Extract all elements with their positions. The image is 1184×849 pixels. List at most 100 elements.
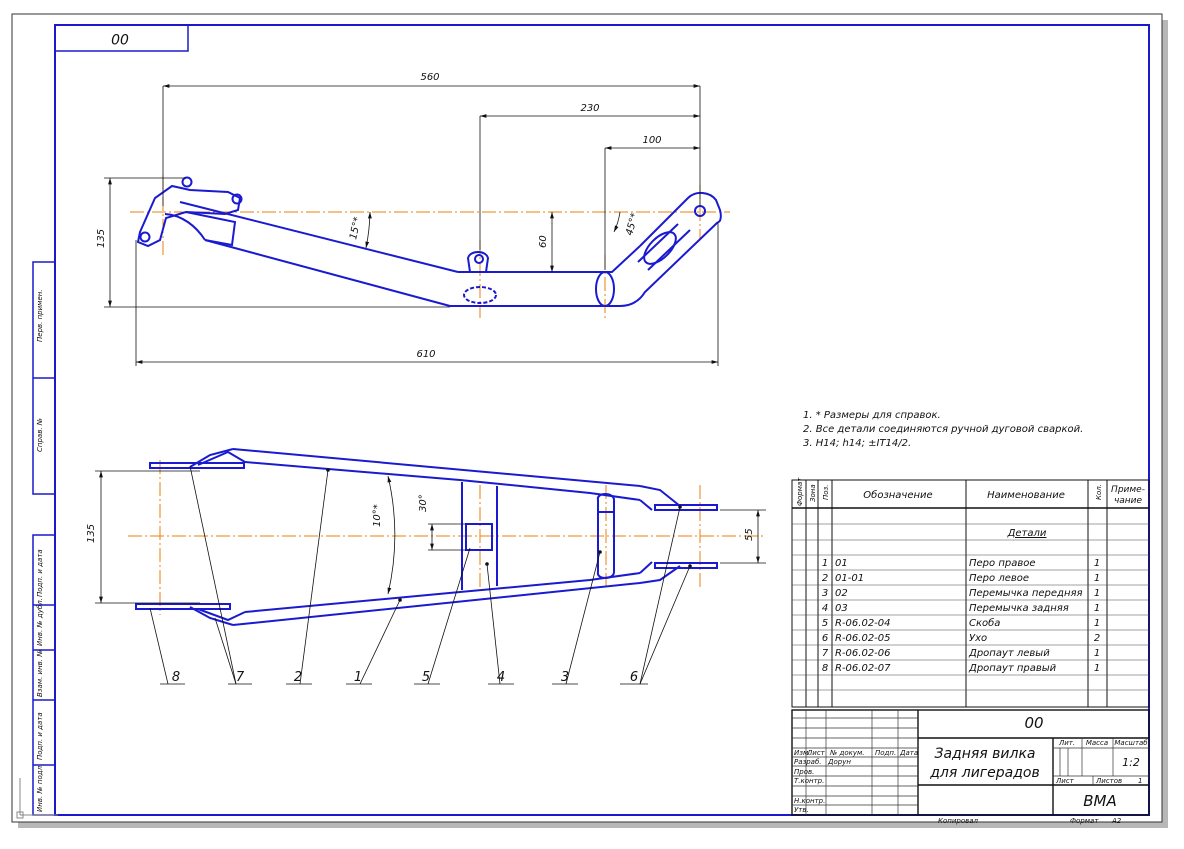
plan-view-dimensions — [95, 470, 766, 604]
stamp-first-use: Перв. примен. — [36, 289, 44, 342]
header-lit: Лит. — [1058, 739, 1075, 747]
rev-header-sign: Подп. — [875, 749, 896, 757]
note-3: 3. H14; h14; ±IT14/2. — [803, 438, 911, 449]
stamp-ref-no: Справ. № — [36, 418, 44, 452]
spec-table-grid — [791, 479, 1150, 708]
dim-60: 60 — [538, 235, 549, 248]
spec-row-6-code: R-06.02-05 — [835, 633, 891, 644]
spec-row-1-code: 01 — [835, 558, 848, 569]
title-block-thin-lines — [792, 710, 1149, 815]
spec-row-7-pos: 7 — [822, 648, 829, 659]
spec-row-2-qty: 1 — [1094, 573, 1100, 584]
note-1: 1. * Размеры для справок. — [803, 410, 941, 421]
leader-lines — [149, 465, 691, 685]
role-norm-control: Н.контр. — [794, 797, 825, 805]
copied-label: Копировал — [938, 817, 979, 825]
spec-header-note-2: чание — [1114, 496, 1143, 506]
spec-row-5-qty: 1 — [1094, 618, 1100, 629]
spec-row-4-code: 03 — [835, 603, 848, 614]
format-value: A2 — [1111, 817, 1122, 825]
spec-row-6-qty: 2 — [1094, 633, 1100, 644]
dim-610: 610 — [416, 349, 435, 360]
dim-55: 55 — [744, 528, 755, 541]
dim-100: 100 — [642, 135, 661, 146]
dim-135-side: 135 — [96, 229, 107, 248]
spec-row-3-code: 02 — [835, 588, 848, 599]
title-block-code: 00 — [1024, 714, 1043, 732]
spec-row-1-pos: 1 — [822, 558, 828, 569]
spec-row-3-qty: 1 — [1094, 588, 1100, 599]
balloon-4: 4 — [497, 670, 505, 685]
spec-row-4-name: Перемычка задняя — [969, 603, 1069, 614]
role-tech-control: Т.контр. — [794, 777, 824, 785]
spec-header-format: Формат — [796, 477, 804, 506]
spec-header-pos: Поз. — [822, 485, 830, 501]
plan-view-fork — [135, 448, 718, 626]
role-approved: Утв. — [794, 806, 809, 814]
spec-row-1-name: Перо правое — [969, 558, 1036, 569]
spec-row-5-name: Скоба — [969, 617, 1000, 629]
spec-row-3-pos: 3 — [822, 588, 828, 599]
balloon-2: 2 — [294, 670, 302, 685]
spec-row-8-pos: 8 — [822, 663, 828, 674]
ucs-icon — [16, 778, 58, 819]
balloon-7: 7 — [236, 670, 245, 685]
scale-value: 1:2 — [1122, 756, 1140, 769]
spec-row-8-qty: 1 — [1094, 663, 1100, 674]
balloon-3: 3 — [561, 670, 569, 685]
rev-header-sheet: Лист — [806, 749, 826, 757]
stamp-dup-inv: Инв. № дубл. — [36, 598, 44, 646]
note-2: 2. Все детали соединяются ручной дуговой… — [803, 424, 1083, 435]
spec-row-7-code: R-06.02-06 — [835, 648, 891, 659]
designer-name: Дорун — [827, 758, 851, 766]
rev-header-change: Изм. — [794, 749, 810, 757]
stamp-sign-date-1: Подп. и дата — [36, 549, 44, 597]
spec-row-4-qty: 1 — [1094, 603, 1100, 614]
balloon-5: 5 — [422, 670, 430, 685]
spec-header-name: Наименование — [987, 490, 1065, 501]
spec-header-designation: Обозначение — [863, 489, 932, 501]
role-checked: Пров. — [794, 768, 814, 776]
angle-15: 15°* — [348, 216, 363, 241]
spec-row-4-pos: 4 — [822, 603, 828, 614]
title-line-1: Задняя вилка — [934, 746, 1035, 762]
stamp-repl-inv: Взам. инв. № — [36, 649, 44, 697]
spec-row-5-code: R-06.02-04 — [835, 618, 891, 629]
spec-row-2-pos: 2 — [822, 573, 828, 584]
rev-header-date: Дата — [899, 749, 918, 757]
spec-header-zone: Зона — [809, 484, 817, 502]
role-developed: Разраб. — [794, 758, 822, 766]
spec-row-6-name: Ухо — [969, 633, 987, 644]
spec-table-rows — [792, 523, 1149, 691]
title-block-grid — [791, 709, 1150, 816]
leader-dots — [326, 468, 692, 602]
stamp-orig-inv: Инв. № подл. — [36, 764, 44, 812]
side-view-dimensions — [104, 84, 719, 366]
spec-header-note-1: Приме- — [1111, 485, 1145, 495]
company-name: ВМА — [1083, 792, 1117, 810]
spec-row-7-qty: 1 — [1094, 648, 1100, 659]
spec-row-7-name: Дропаут левый — [968, 648, 1050, 659]
spec-header-qty: Кол. — [1095, 484, 1103, 500]
dim-135-plan: 135 — [86, 524, 97, 543]
side-view-fork — [136, 176, 722, 307]
header-sheet: Лист — [1055, 777, 1075, 785]
balloon-6: 6 — [630, 670, 638, 685]
spec-row-6-pos: 6 — [822, 633, 828, 644]
angle-10: 10°* — [372, 504, 383, 527]
spec-row-5-pos: 5 — [822, 618, 828, 629]
format-label: Формат — [1070, 817, 1099, 825]
rev-header-doc: № докум. — [829, 749, 865, 757]
dim-230: 230 — [580, 103, 599, 114]
dim-30: 30° — [418, 494, 429, 512]
title-line-2: для лигерадов — [929, 765, 1039, 781]
spec-row-3-name: Перемычка передняя — [969, 588, 1083, 599]
balloon-1: 1 — [354, 670, 362, 685]
spec-row-8-code: R-06.02-07 — [835, 663, 891, 674]
header-scale: Масштаб — [1114, 739, 1148, 747]
header-sheets: Листов — [1095, 777, 1122, 785]
balloon-8: 8 — [172, 670, 180, 685]
spec-row-1-qty: 1 — [1094, 558, 1100, 569]
sheet-paper — [11, 13, 1163, 823]
